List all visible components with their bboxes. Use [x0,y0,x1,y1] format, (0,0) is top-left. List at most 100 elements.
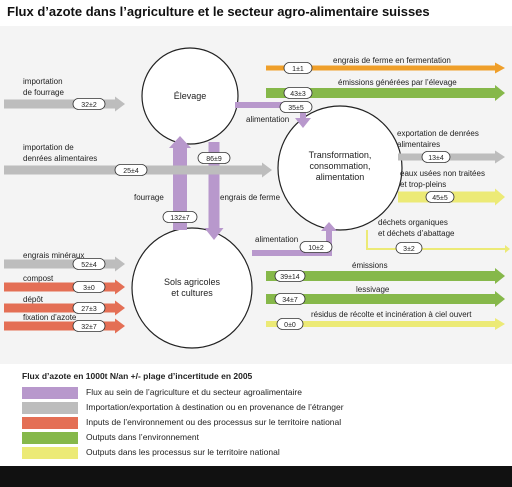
dechets-value [395,242,423,254]
flow-dechets-arrow [366,230,510,253]
node-transformation-label-1: Transformation, [309,150,372,160]
flow-emissions-elevage-arrow [266,85,505,101]
lessivage-label: lessivage [356,285,390,294]
node-transformation [277,105,403,231]
footer-bar [0,466,512,487]
legend-item: Outputs dans les processus sur le territ… [22,446,492,460]
importation-fourrage-value-value: 32±2 [81,102,97,109]
legend-item: Flux au sein de l’agriculture et du sect… [22,386,492,400]
legend: Flux d’azote en 1000t N/an +/- plage d’i… [0,364,512,466]
flow-lessivage-arrow [266,291,505,307]
depot-label: dépôt [23,295,44,304]
fourrage-label: fourrage [134,193,164,202]
emissions-elevage-value [283,87,313,99]
eaux-usees-value [425,191,455,203]
eaux-usees-label-2: et trop-pleins [400,180,446,189]
legend-swatch [22,417,78,429]
depot-value-value: 27±3 [81,306,97,313]
compost-value-value: 3±0 [83,285,95,292]
node-elevage [141,47,239,145]
alimentation-sols-value [299,241,333,253]
exportation-value-value: 13±4 [428,155,444,162]
legend-label: Outputs dans l’environnement [86,432,199,442]
legend-item: Inputs de l’environnement ou des process… [22,416,492,430]
legend-swatch [22,402,78,414]
engrais-mineraux-value [72,258,106,270]
importation-fourrage-value [72,98,106,110]
engrais-ferme-value-value: 86±9 [206,156,222,163]
title-bar: Flux d’azote dans l’agriculture et le se… [0,0,512,24]
emissions-value [274,270,306,282]
emissions-elevage-value-value: 43±3 [290,91,306,98]
engrais-ferme-value [197,152,231,164]
fixation-value-value: 32±7 [81,324,97,331]
legend-swatch [22,387,78,399]
exportation-label-2: alimentaires [397,140,440,149]
flow-fourrage-arrow [169,136,191,230]
legend-label: Outputs dans les processus sur le territ… [86,447,280,457]
alimentation-elevage-label: alimentation [246,115,289,124]
legend-label: Flux au sein de l’agriculture et du sect… [86,387,302,397]
engrais-fermentation-value [283,62,313,74]
compost-value [72,281,106,293]
flow-residus-arrow [266,318,505,330]
fourrage-value-value: 132±7 [170,215,190,222]
eaux-usees-label-1: eaux usées non traitées [400,169,485,178]
depot-value [72,302,106,314]
residus-value-value: 0±0 [284,322,296,329]
residus-label: résidus de récolte et incinération à cie… [311,310,472,319]
lessivage-value [274,293,306,305]
alimentation-sols-label: alimentation [255,235,298,244]
node-elevage-label: Élevage [174,91,207,101]
alimentation-sols-value-value: 10±2 [308,245,324,252]
legend-swatch [22,432,78,444]
emissions-elevage-label: émissions générées par l’élevage [338,78,457,87]
legend-label: Inputs de l’environnement ou des process… [86,417,342,427]
alimentation-elevage-value-value: 35±5 [288,105,304,112]
flow-emissions-arrow [266,268,505,284]
engrais-mineraux-value-value: 52±4 [81,262,97,269]
dechets-value-value: 3±2 [403,246,415,253]
engrais-mineraux-label: engrais minéraux [23,251,84,260]
engrais-ferme-label: engrais de ferme [220,193,281,202]
page-title: Flux d’azote dans l’agriculture et le se… [7,4,430,19]
exportation-label-1: exportation de denrées [397,129,479,138]
node-sols-label-1: Sols agricoles [164,277,221,287]
lessivage-value-value: 34±7 [282,297,298,304]
flow-importation-fourrage-arrow [4,96,125,112]
exportation-value [421,151,451,163]
fixation-label: fixation d’azote [23,313,77,322]
importation-fourrage-label-1: importation [23,77,63,86]
legend-title: Flux d’azote en 1000t N/an +/- plage d’i… [22,371,253,381]
importation-denrees-label-1: importation de [23,143,74,152]
fourrage-value [162,211,198,223]
engrais-fermentation-label: engrais de ferme en fermentation [333,56,451,65]
flow-alimentation-sols-arrow [252,222,337,256]
importation-denrees-label-2: denrées alimentaires [23,154,97,163]
fixation-value [72,320,106,332]
node-transformation-label-2: consommation, [309,161,370,171]
residus-value [276,318,304,330]
eaux-usees-value-value: 45±5 [432,195,448,202]
dechets-label-2: et déchets d’abattage [378,229,455,238]
node-transformation-label-3: alimentation [316,172,365,182]
compost-label: compost [23,274,54,283]
engrais-fermentation-value-value: 1±1 [292,66,304,73]
flow-engrais-fermentation-arrow [266,62,505,74]
emissions-value-value: 39±14 [280,274,300,281]
node-sols [131,227,253,349]
importation-denrees-value [114,164,148,176]
importation-denrees-value-value: 25±4 [123,168,139,175]
node-sols-label-2: et cultures [171,288,213,298]
importation-fourrage-label-2: de fourrage [23,88,64,97]
legend-item: Importation/exportation à destination ou… [22,401,492,415]
legend-swatch [22,447,78,459]
alimentation-elevage-value [279,101,313,113]
dechets-label-1: déchets organiques [378,218,448,227]
legend-item: Outputs dans l’environnement [22,431,492,445]
flow-exportation-arrow [398,150,505,164]
emissions-label: émissions [352,261,388,270]
legend-label: Importation/exportation à destination ou… [86,402,344,412]
diagram-canvas: ÉlevageTransformation,consommation,alime… [4,47,510,349]
